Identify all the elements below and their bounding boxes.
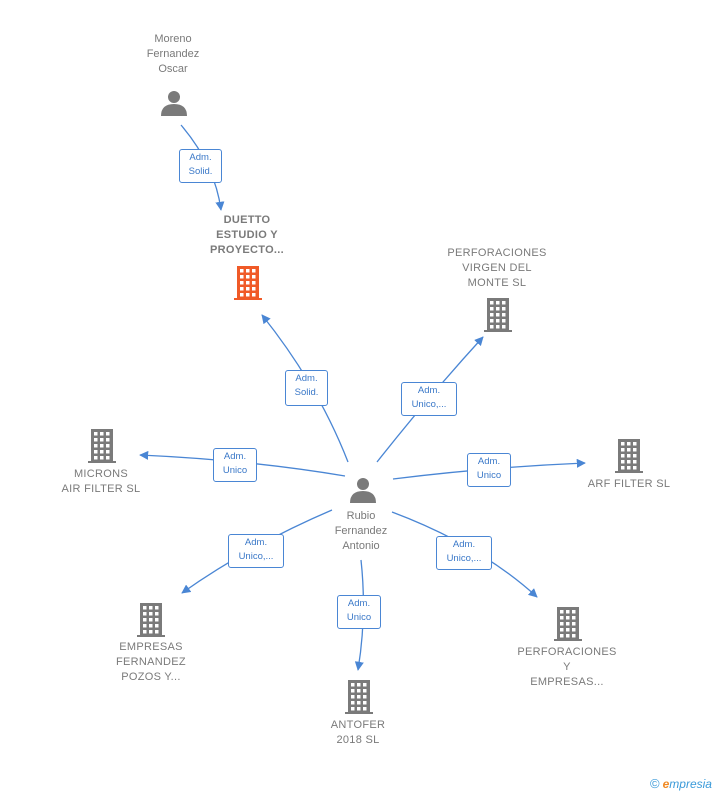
edge-label-rubio-to-antofer[interactable]: Adm. Unico	[337, 595, 381, 629]
building-icon[interactable]	[234, 266, 262, 300]
edge-label-rubio-to-arf[interactable]: Adm. Unico	[467, 453, 511, 487]
node-label-empresas_fernandez[interactable]: EMPRESAS FERNANDEZ POZOS Y...	[116, 641, 186, 683]
building-icon[interactable]	[345, 680, 373, 714]
edge-label-rubio-to-perforaciones_virgen[interactable]: Adm. Unico,...	[401, 382, 457, 416]
empresia-brand[interactable]: ©empresia	[650, 776, 712, 791]
edge-label-rubio-to-empresas_fernandez[interactable]: Adm. Unico,...	[228, 534, 284, 568]
person-icon[interactable]	[350, 478, 376, 503]
building-icon[interactable]	[615, 439, 643, 473]
brand-initial: e	[662, 777, 670, 791]
node-label-rubio[interactable]: Rubio Fernandez Antonio	[334, 510, 388, 552]
node-label-perforaciones_virgen[interactable]: PERFORACIONES VIRGEN DEL MONTE SL	[447, 247, 547, 289]
building-icon[interactable]	[484, 298, 512, 332]
building-icon[interactable]	[88, 429, 116, 463]
node-label-microns[interactable]: MICRONS AIR FILTER SL	[61, 468, 141, 495]
edge-label-rubio-to-perforaciones_empresas[interactable]: Adm. Unico,...	[436, 536, 492, 570]
node-label-arf[interactable]: ARF FILTER SL	[587, 478, 671, 490]
node-label-perforaciones_empresas[interactable]: PERFORACIONES Y EMPRESAS...	[517, 646, 617, 688]
copyright-icon: ©	[650, 776, 660, 791]
edge-label-rubio-to-microns[interactable]: Adm. Unico	[213, 448, 257, 482]
edge-label-rubio-to-duetto[interactable]: Adm. Solid.	[285, 370, 328, 406]
node-label-antofer[interactable]: ANTOFER 2018 SL	[330, 719, 386, 746]
edge-label-moreno-to-duetto[interactable]: Adm. Solid.	[179, 149, 222, 183]
building-icon[interactable]	[137, 603, 165, 637]
person-icon[interactable]	[161, 91, 187, 116]
node-label-moreno[interactable]: Moreno Fernandez Oscar	[146, 33, 200, 75]
building-icon[interactable]	[554, 607, 582, 641]
node-label-duetto[interactable]: DUETTO ESTUDIO Y PROYECTO...	[210, 214, 284, 256]
brand-name: mpresia	[669, 777, 712, 791]
